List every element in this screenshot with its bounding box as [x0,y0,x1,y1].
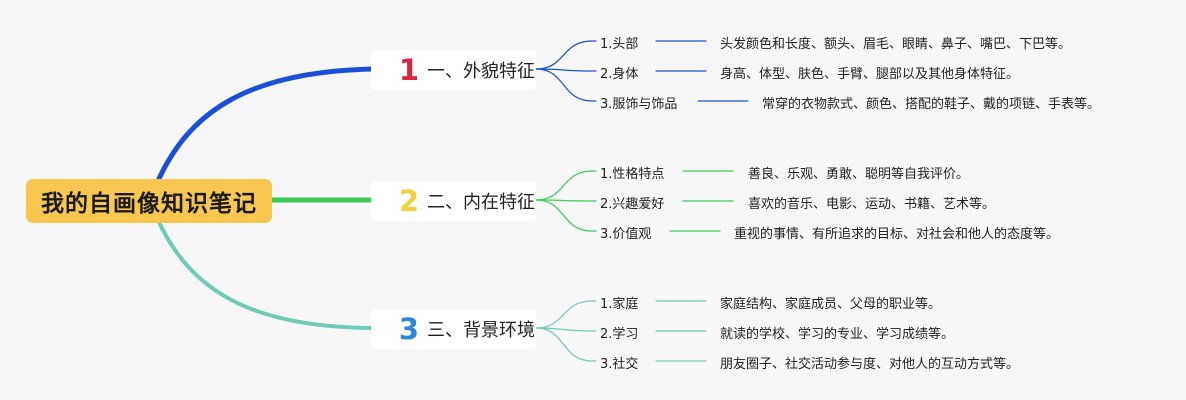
subtopic-head[interactable]: 1.头部 [600,37,639,52]
branch-inner-traits[interactable]: 2 二、内在特征 [371,181,536,221]
root-topic[interactable]: 我的自画像知识笔记 [26,179,272,223]
subtopic-description: 头发颜色和长度、额头、眉毛、眼睛、鼻子、嘴巴、下巴等。 [720,37,1072,52]
connector-root-branch-3 [156,218,374,330]
connector-branch-1-child-3 [535,68,597,102]
subtopic-personality[interactable]: 1.性格特点 [600,167,665,182]
subtopic-description: 就读的学校、学习的专业、学习成绩等。 [720,327,955,342]
subtopic-description: 朋友圈子、社交活动参与度、对他人的互动方式等。 [720,357,1020,372]
subtopic-values[interactable]: 3.价值观 [600,227,652,242]
subtopic-body[interactable]: 2.身体 [600,67,639,82]
subtopic-family[interactable]: 1.家庭 [600,297,639,312]
subtopic-clothing[interactable]: 3.服饰与饰品 [600,97,678,112]
branch-label: 一、外貌特征 [427,61,535,82]
subtopic-description: 善良、乐观、勇敢、聪明等自我评价。 [748,167,970,182]
subtopic-hobbies[interactable]: 2.兴趣爱好 [600,197,665,212]
subtopic-description: 家庭结构、家庭成员、父母的职业等。 [720,297,942,312]
subtopic-description: 喜欢的音乐、电影、运动、书籍、艺术等。 [748,197,996,212]
subtopic-description: 常穿的衣物款式、颜色、搭配的鞋子、戴的项链、手表等。 [762,97,1101,112]
branch-number-1: 1 [398,52,419,87]
connector-root-branch-1 [155,66,375,184]
branch-number-3: 3 [398,311,419,346]
connector-branch-2-child-2 [535,199,597,202]
branch-label: 三、背景环境 [427,320,535,341]
subtopic-description: 重视的事情、有所追求的目标、对社会和他人的态度等。 [734,227,1060,242]
branch-label: 二、内在特征 [427,192,535,213]
branch-number-2: 2 [398,183,419,218]
subtopic-description: 身高、体型、肤色、手臂、腿部以及其他身体特征。 [720,67,1020,82]
connector-branch-3-child-2 [535,327,597,332]
subtopic-social[interactable]: 3.社交 [600,357,639,372]
connector-branch-1-child-2 [535,68,597,72]
branch-appearance[interactable]: 1 一、外貌特征 [371,50,536,90]
connector-branch-2-child-1 [535,170,597,201]
branch-background[interactable]: 3 三、背景环境 [371,309,536,349]
root-topic-label: 我的自画像知识笔记 [41,191,257,217]
connector-branch-3-child-1 [535,300,597,329]
connector-branch-1-child-1 [535,40,597,70]
connector-branch-3-child-3 [535,327,597,362]
subtopic-study[interactable]: 2.学习 [600,327,639,342]
connector-branch-2-child-3 [535,199,597,232]
